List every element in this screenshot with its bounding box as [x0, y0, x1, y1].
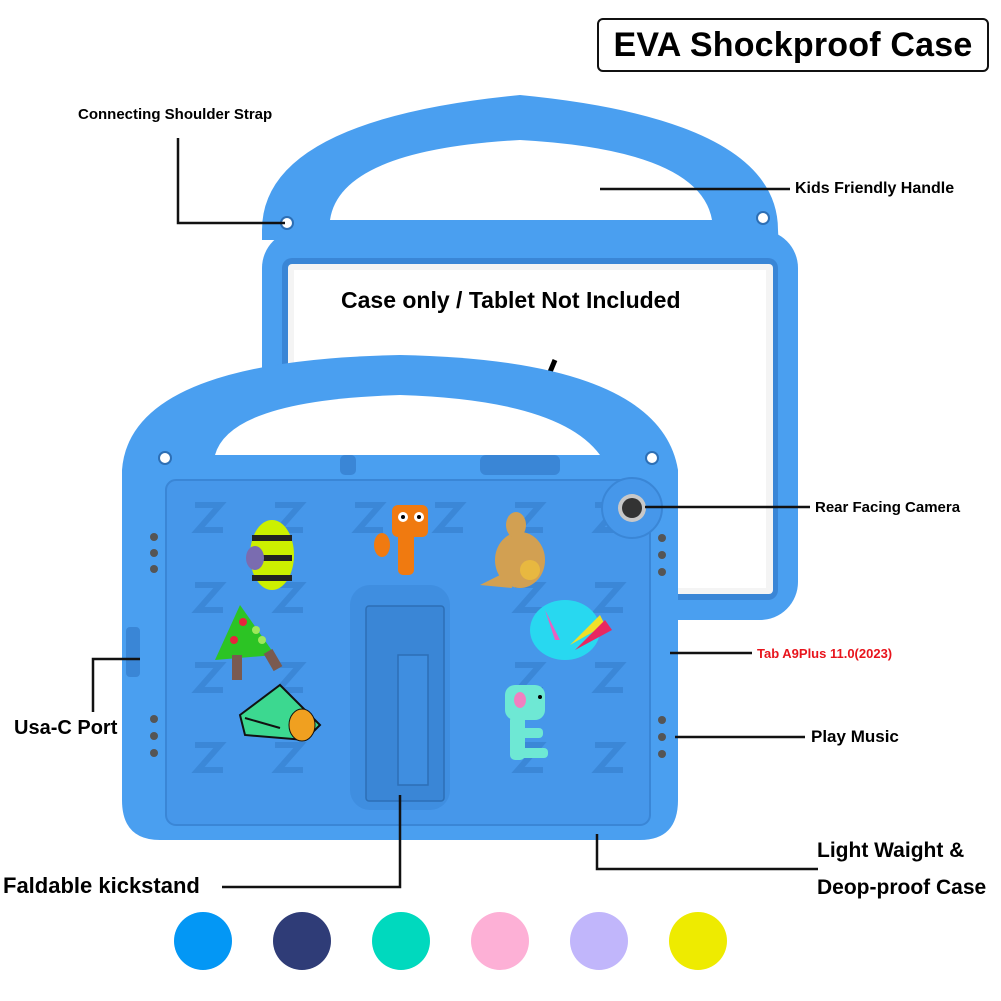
kickstand-line [222, 795, 402, 889]
elephant-sticker [505, 685, 548, 760]
fox-sticker [374, 505, 428, 575]
camera-label: Rear Facing Camera [815, 499, 961, 516]
camera-lens [622, 498, 642, 518]
speaker-holes [150, 533, 666, 758]
color-swatch-yellow[interactable] [669, 912, 727, 970]
light-weight-label-line2: Deop-proof Case [817, 876, 987, 899]
play-music-label: Play Music [811, 727, 899, 746]
light-weight-line [595, 834, 818, 871]
shoulder-strap-line [176, 138, 285, 225]
strap-hole-right [756, 211, 770, 225]
strap-hole-right [645, 451, 659, 465]
color-swatch-blue[interactable] [174, 912, 232, 970]
model-label: Tab A9Plus 11.0(2023) [757, 646, 893, 661]
bee-sticker [246, 520, 294, 590]
strap-hole-left [158, 451, 172, 465]
front-handle-hole [215, 395, 600, 455]
color-swatch-pink[interactable] [471, 912, 529, 970]
color-swatch-navy[interactable] [273, 912, 331, 970]
light-weight-label-line1: Light Waight & [817, 839, 965, 862]
back-handle-hole [330, 140, 712, 220]
stickers [215, 505, 612, 760]
tablet-not-included-notice: Case only / Tablet Not Included [341, 287, 681, 313]
kangaroo-sticker [480, 512, 545, 588]
color-swatch-lavender[interactable] [570, 912, 628, 970]
kickstand [350, 585, 450, 810]
usb-port-label: Usa-C Port [14, 717, 118, 739]
shoulder-strap-label: Connecting Shoulder Strap [78, 106, 273, 123]
usb-port-line [91, 657, 140, 712]
kickstand-label: Faldable kickstand [3, 873, 200, 898]
front-case-back-view [122, 355, 678, 840]
handle-label: Kids Friendly Handle [795, 180, 955, 197]
callout-lines [91, 138, 818, 889]
color-swatch-turquoise[interactable] [372, 912, 430, 970]
umbrella-sticker [530, 600, 612, 660]
tree-sticker [215, 605, 283, 680]
violin-piano-sticker [238, 683, 322, 742]
title-banner: EVA Shockproof Case [597, 18, 989, 72]
usb-port-cutout [126, 627, 140, 677]
